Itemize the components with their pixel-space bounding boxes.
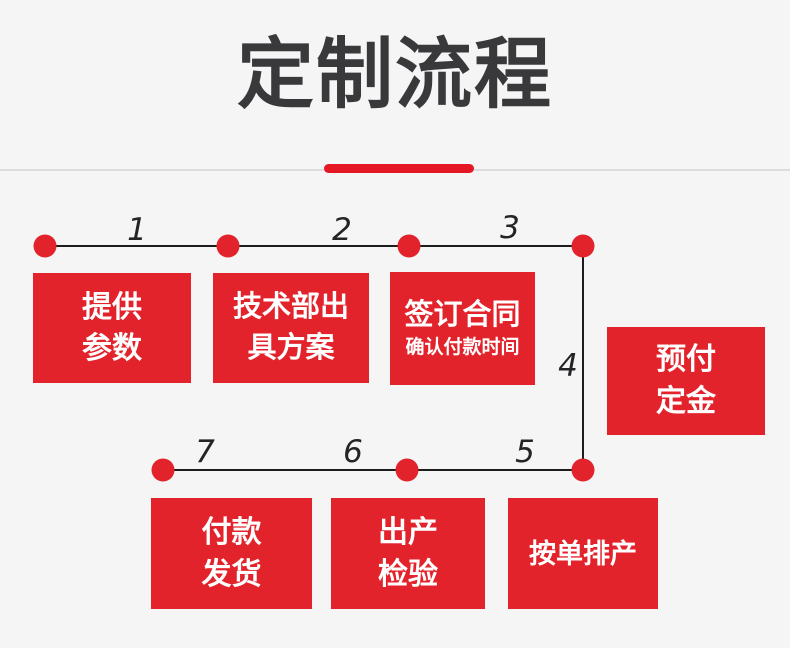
step-box-sublabel: 确认付款时间 xyxy=(405,336,520,358)
connector-line-vertical xyxy=(582,246,584,471)
step-number-3: 3 xyxy=(500,210,520,246)
flow-node-dot-6 xyxy=(395,458,419,482)
step-box-label: 付款 xyxy=(201,515,262,549)
flow-node-dot-3 xyxy=(397,234,421,258)
step-box-label: 按单排产 xyxy=(529,538,637,569)
step-box-provide-params: 提供 参数 xyxy=(33,273,191,383)
step-box-label: 签订合同 xyxy=(404,298,521,331)
step-number-7: 7 xyxy=(195,434,215,470)
step-box-label: 发货 xyxy=(201,557,262,591)
flow-node-dot-2 xyxy=(216,234,240,258)
step-box-label: 预付 xyxy=(656,343,716,376)
step-box-label: 提供 xyxy=(82,291,142,324)
step-box-label: 出产 xyxy=(378,515,438,549)
step-box-label: 具方案 xyxy=(247,332,335,364)
step-number-6: 6 xyxy=(343,434,363,470)
step-box-tech-dept-plan: 技术部出 具方案 xyxy=(213,273,369,383)
flow-node-dot-4 xyxy=(571,234,595,258)
step-box-prepay-deposit: 预付 定金 xyxy=(607,327,765,435)
step-box-label: 参数 xyxy=(82,332,142,365)
flow-node-dot-5 xyxy=(571,458,595,482)
step-box-label: 技术部出 xyxy=(232,291,349,323)
step-number-2: 2 xyxy=(332,212,352,248)
step-box-label: 定金 xyxy=(656,385,716,418)
connector-line-top xyxy=(45,245,583,247)
connector-line-bottom xyxy=(163,469,583,471)
step-box-payment-shipping: 付款 发货 xyxy=(151,498,312,609)
step-box-production-inspection: 出产 检验 xyxy=(331,498,485,609)
flow-node-dot-7 xyxy=(151,458,175,482)
flow-node-dot-1 xyxy=(33,234,57,258)
step-number-5: 5 xyxy=(515,434,535,470)
title-underline-accent xyxy=(324,164,474,173)
step-box-schedule-production: 按单排产 xyxy=(508,498,658,609)
step-number-1: 1 xyxy=(127,212,147,248)
page-title: 定制流程 xyxy=(237,32,553,118)
step-number-4: 4 xyxy=(558,348,578,384)
step-box-label: 检验 xyxy=(378,557,438,591)
step-box-sign-contract: 签订合同 确认付款时间 xyxy=(390,272,535,385)
